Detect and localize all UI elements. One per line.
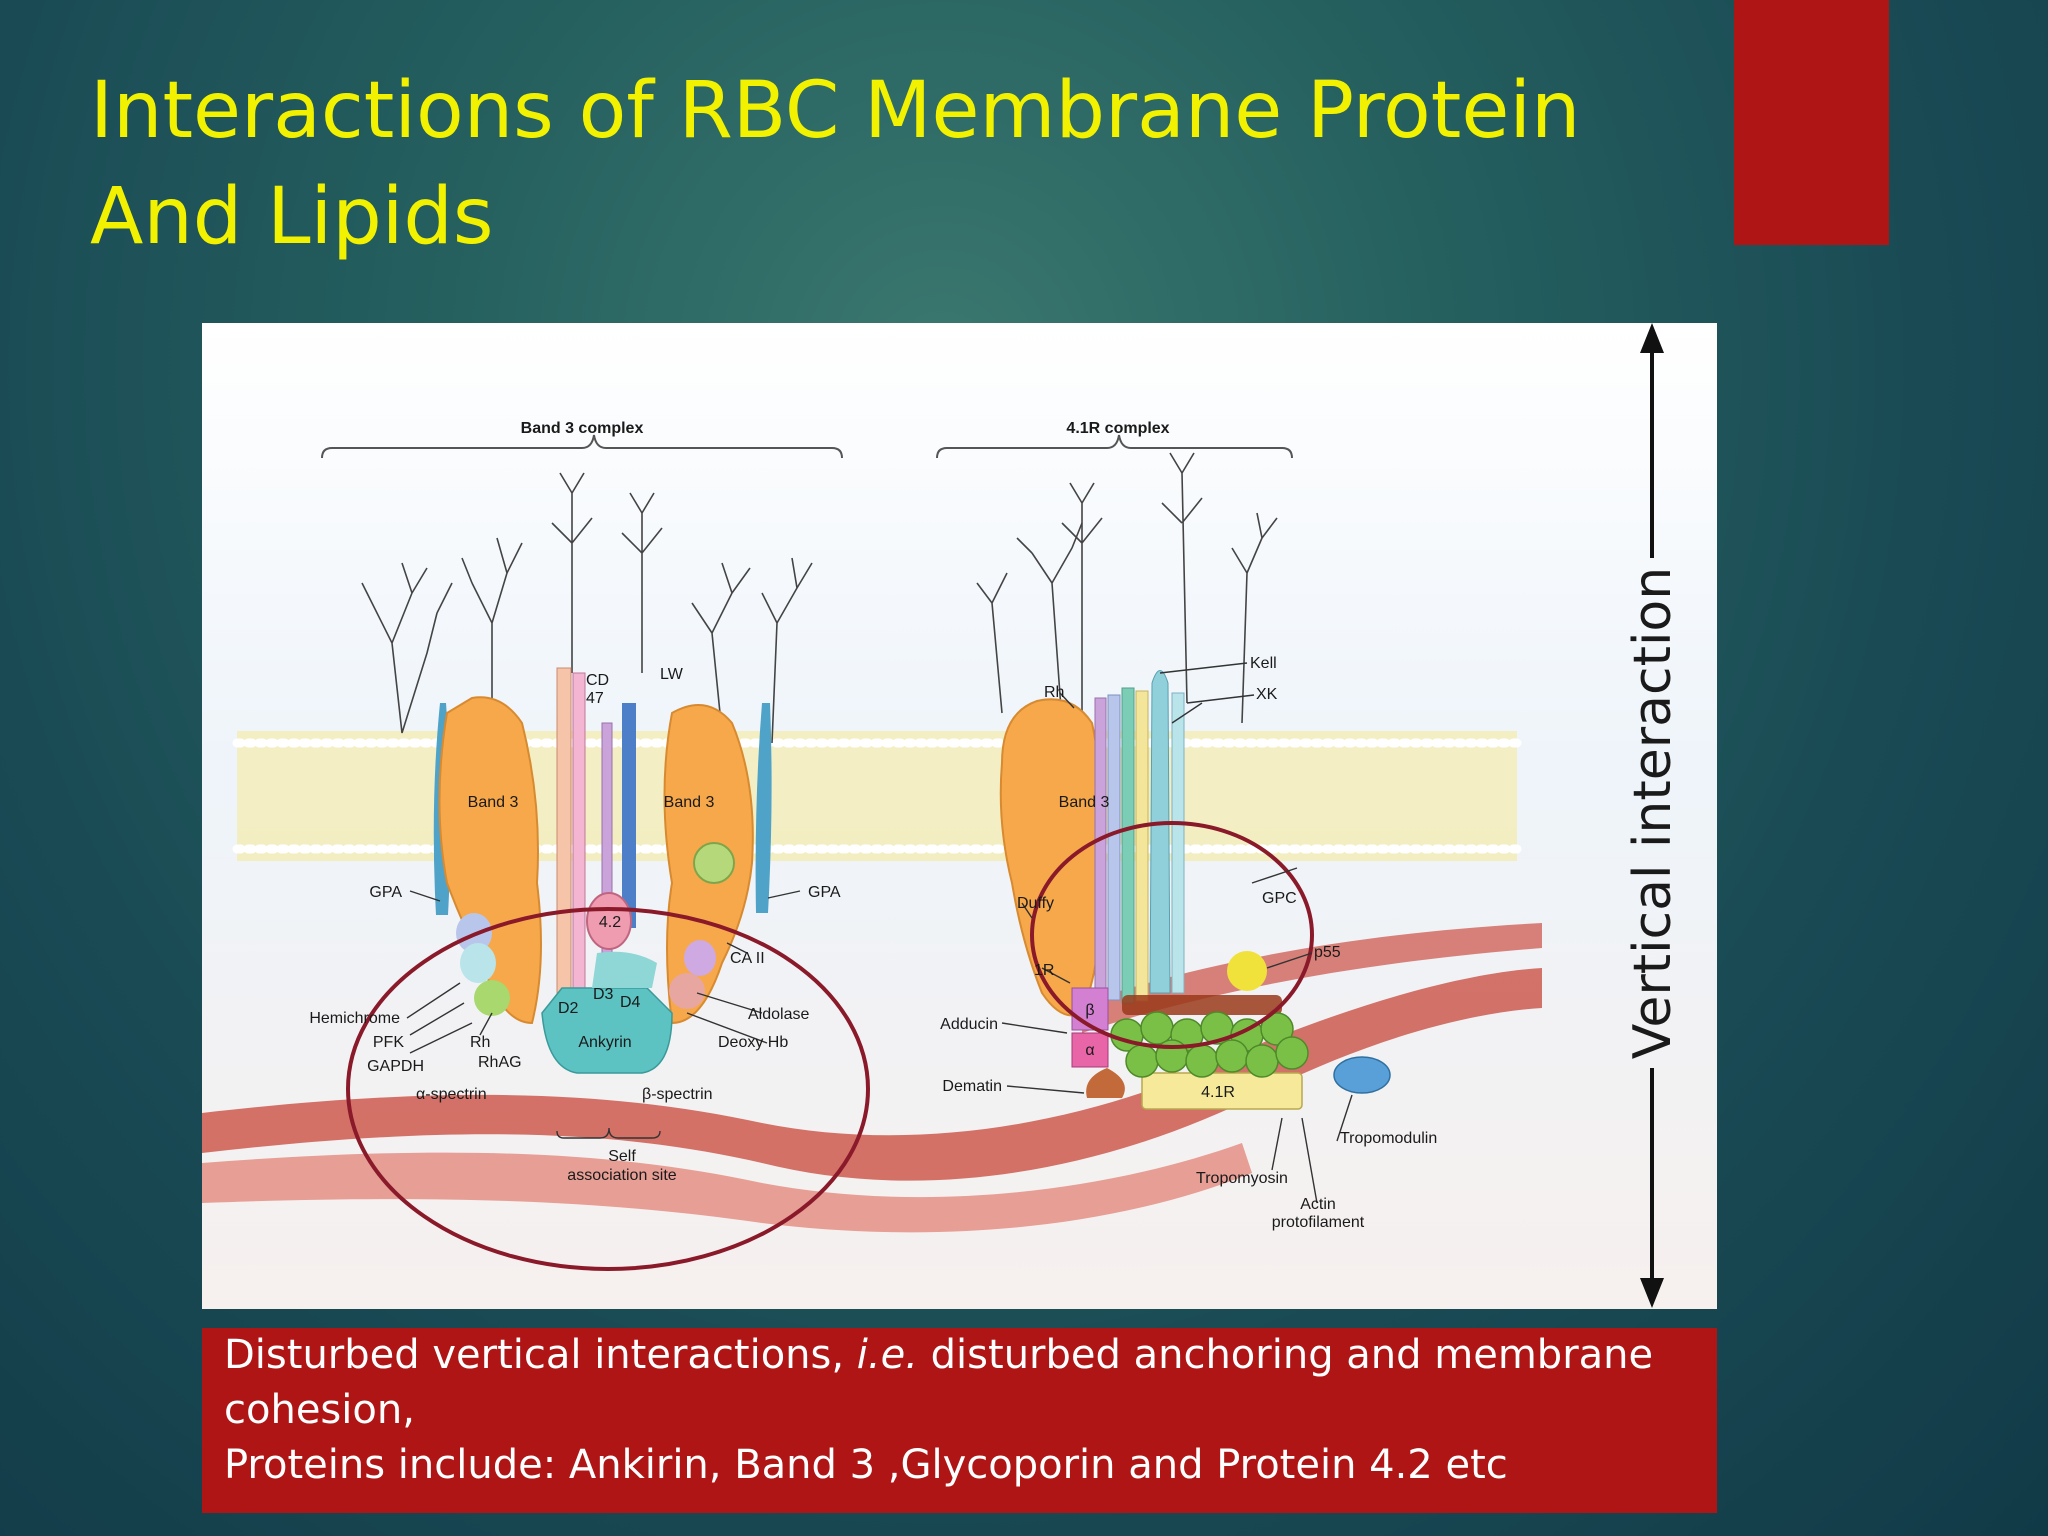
label-cd47-top: CD [586,672,609,689]
title-line-2: And Lipids [90,172,494,262]
membrane-diagram: Band 3 complex 4.1R complex [202,323,1717,1309]
label-41r: 4.1R [1201,1084,1235,1101]
label-d3: D3 [593,986,614,1003]
caption-line-1-italic: i.e. [856,1332,918,1378]
label-gapdh: GAPDH [367,1058,424,1075]
label-hemichrome: Hemichrome [309,1010,400,1027]
label-tropomyosin: Tropomyosin [1196,1170,1288,1187]
caption-line-1-pre: Disturbed vertical interactions, [224,1332,857,1378]
r41-complex-proteins [999,670,1391,1110]
caption-line-3: Proteins include: Ankirin, Band 3 ,Glyco… [224,1442,1508,1488]
caption-line-1-post: disturbed anchoring and membrane [917,1332,1654,1378]
label-p55: p55 [1314,944,1341,961]
label-ca2: CA II [730,950,765,967]
label-alpha-spectrin: α-spectrin [416,1086,487,1103]
label-band3-right: Band 3 [664,794,715,811]
label-protein-42: 4.2 [599,914,621,931]
band3-complex-label: Band 3 complex [521,420,644,437]
diagram-canvas: Band 3 complex 4.1R complex [202,323,1717,1309]
leader-lines [406,662,1353,1204]
label-self-association-2: association site [567,1167,676,1184]
caption-line-2: cohesion, [224,1387,415,1433]
label-dematin: Dematin [942,1078,1002,1095]
label-d2: D2 [558,1000,579,1017]
lipid-bilayer [232,731,1522,861]
label-actin-1: Actin [1300,1196,1336,1213]
label-rhag: RhAG [478,1054,522,1071]
label-tropomodulin: Tropomodulin [1340,1130,1437,1147]
label-d4: D4 [620,994,641,1011]
slide-title: Interactions of RBC Membrane Protein And… [90,58,1710,270]
label-xk: XK [1256,686,1278,703]
vertical-interaction-arrow [1640,323,1664,1308]
label-actin-2: protofilament [1272,1214,1365,1231]
label-band3-left: Band 3 [468,794,519,811]
r41-complex-label: 4.1R complex [1066,420,1169,437]
complex-brackets [321,434,1293,459]
label-41r-1r: 1R [1034,962,1054,979]
label-ankyrin: Ankyrin [578,1034,631,1051]
spectrin-network [202,923,1542,1233]
label-pfk: PFK [373,1034,404,1051]
label-self-association-1: Self [608,1148,636,1165]
accent-bar [1734,0,1889,245]
label-gpc: GPC [1262,890,1297,907]
label-alpha: α [1085,1042,1094,1059]
label-duffy: Duffy [1017,895,1054,912]
label-aldolase: Aldolase [748,1006,809,1023]
glycan-chains [361,452,1278,744]
label-kell: Kell [1250,655,1277,672]
band3-complex-proteins [346,667,870,1271]
label-rh-left: Rh [470,1034,490,1051]
label-cd47-bottom: 47 [586,690,604,707]
caption-line-1: Disturbed vertical interactions, i.e. di… [224,1328,1697,1383]
label-beta: β [1085,1002,1094,1019]
caption-box: Disturbed vertical interactions, i.e. di… [202,1328,1717,1513]
label-band3-41r: Band 3 [1059,794,1110,811]
label-adducin: Adducin [940,1016,998,1033]
label-lw: LW [660,666,684,683]
label-beta-spectrin: β-spectrin [642,1086,713,1103]
vertical-interaction-label: Vertical interaction [1623,567,1683,1059]
label-gpa-left: GPA [369,884,402,901]
label-rh-right: Rh [1044,684,1064,701]
label-deoxy-hb: Deoxy Hb [718,1034,788,1051]
label-gpa-right: GPA [808,884,841,901]
title-line-1: Interactions of RBC Membrane Protein [90,66,1581,156]
